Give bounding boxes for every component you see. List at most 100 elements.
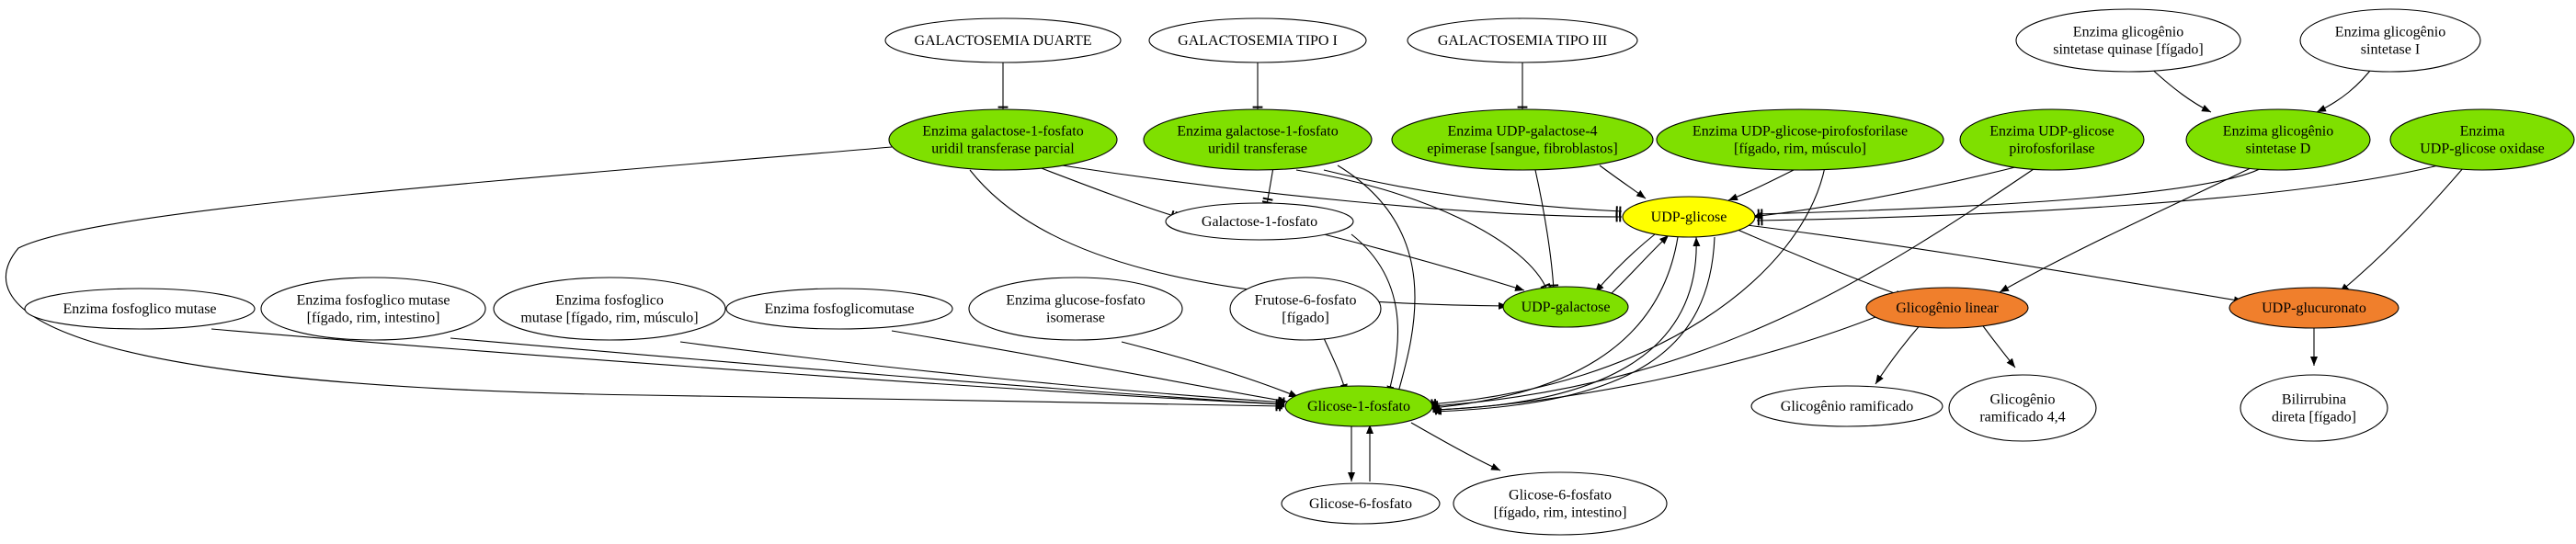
nodes: GALACTOSEMIA DUARTE GALACTOSEMIA TIPO I … (24, 8, 2575, 536)
node-label: [fígado] (1282, 311, 1329, 326)
node-label: pirofosforilase (2009, 142, 2094, 157)
node-udp-glucuronato: UDP-glucuronato (2228, 287, 2399, 329)
node-label: uridil transferase parcial (931, 142, 1075, 157)
edge-glicogenio-linear-to-ramificado-44 (1980, 323, 2016, 368)
edge-fosfoglico-mutase-figado-intestino-to-glicose-1-fosfato (450, 337, 1284, 410)
node-glicose-6-fosfato: Glicose-6-fosfato (1281, 482, 1441, 525)
node-label: Enzima glicogênio (2335, 25, 2445, 40)
edge-epimerase-to-udp-glicose (1599, 164, 1647, 199)
edges (5, 57, 2465, 482)
node-label: ramificado 4,4 (1979, 410, 2065, 425)
node-shape (2299, 8, 2481, 73)
node-enzima-fosfoglicomutase: Enzima fosfoglicomutase (725, 288, 953, 330)
node-frutose-6-fosfato: Frutose-6-fosfato [fígado] (1229, 277, 1382, 341)
edge-udp-glicose-to-glicogenio-linear (1737, 229, 1906, 298)
node-label: Enzima fosfoglico mutase (63, 301, 216, 317)
node-label: Glicose-6-fosfato (1509, 488, 1612, 504)
node-label: Enzima (2460, 124, 2505, 140)
edge-enzima-uridil-to-glicose-1-fosfato (1337, 164, 1416, 396)
node-label: mutase [fígado, rim, músculo] (520, 311, 698, 326)
edge-quinase-to-sintetase-d (2146, 63, 2212, 113)
edge-enzima-parcial-to-udp-glicose (1061, 164, 1623, 222)
node-label: sintetase D (2246, 142, 2311, 157)
node-label: UDP-glucuronato (2262, 300, 2366, 316)
node-galactosemia-duarte: GALACTOSEMIA DUARTE (884, 17, 1122, 63)
node-shape (1165, 202, 1354, 241)
node-glicogenio-linear: Glicogênio linear (1865, 287, 2029, 329)
node-shape (884, 17, 1122, 63)
edge-isomerase-to-glicose-1-fosfato (1121, 341, 1299, 398)
edge-oxidase-to-udp-glicose (1756, 163, 2446, 226)
node-label: Enzima UDP-glicose-pirofosforilase (1693, 124, 1908, 140)
edge-pirofosforilase-to-udp-glicose (1751, 164, 2023, 220)
edge-sintetase-d-to-udp-glicose (1756, 164, 2267, 220)
edge-pirofosforilase-figado-to-udp-glicose (1727, 167, 1798, 201)
edge-enzima-parcial-to-udp-galactose (969, 169, 1509, 310)
node-shape (1750, 385, 1943, 427)
node-label: GALACTOSEMIA TIPO I (1178, 33, 1338, 49)
node-label: Enzima fosfoglico mutase (296, 293, 450, 309)
node-shape (1391, 108, 1654, 171)
node-label: Enzima glucose-fosfato (1006, 293, 1146, 309)
edge-fosfoglico-mutase-to-glicose-1-fosfato (211, 328, 1282, 410)
node-label: [fígado, rim, intestino] (1494, 505, 1627, 521)
node-udp-glicose: UDP-glicose (1622, 196, 1756, 238)
edge-udp-glicose-to-udp-galactose (1594, 233, 1656, 293)
node-glicose-1-fosfato: Glicose-1-fosfato (1284, 385, 1433, 427)
node-shape (1229, 277, 1382, 341)
node-glicogenio-ramificado: Glicogênio ramificado (1750, 385, 1943, 427)
edge-pirofosforilase-figado-to-glicose-1-fosfato (1430, 166, 1826, 410)
node-shape (1281, 482, 1441, 525)
edge-glicose-1-fosfato-to-glicose-6-fosfato-figado (1410, 422, 1501, 471)
node-label: Frutose-6-fosfato (1254, 293, 1356, 309)
node-label: Enzima UDP-galactose-4 (1447, 124, 1597, 140)
node-shape (968, 277, 1183, 341)
node-shape (1622, 196, 1756, 238)
node-label: UDP-galactose (1522, 300, 1611, 315)
node-label: Bilirrubina (2282, 392, 2346, 408)
edge-frutose-6-fosfato-to-glicose-1-fosfato (1323, 337, 1348, 394)
edge-glicogenio-linear-to-ramificado (1875, 323, 1922, 385)
edge-fosfoglicomutase-to-glicose-1-fosfato (891, 330, 1288, 404)
edge-epimerase-to-udp-galactose (1534, 169, 1559, 291)
node-label: GALACTOSEMIA TIPO III (1438, 33, 1607, 49)
node-shape (493, 277, 726, 341)
edge-galactose-1-fosfato-to-glicose-1-fosfato (1351, 233, 1398, 396)
node-label: [fígado, rim, intestino] (307, 311, 440, 326)
node-shape (2240, 374, 2388, 442)
edge-udp-glicose-to-glicose-1-fosfato-b (1431, 236, 1715, 415)
edge-galactose-1-fosfato-to-udp-galactose (1323, 233, 1525, 291)
edge-oxidase-to-udp-glucuronato (2339, 166, 2465, 293)
node-shape (1143, 108, 1373, 171)
node-shape (2228, 287, 2399, 329)
node-shape (2015, 8, 2241, 73)
node-shape (2389, 108, 2575, 171)
node-glicose-6-fosfato-figado: Glicose-6-fosfato[fígado, rim, intestino… (1453, 471, 1668, 536)
node-enzima-fosfoglico-mutase: Enzima fosfoglico mutase (24, 288, 256, 330)
node-galactosemia-tipo-i: GALACTOSEMIA TIPO I (1148, 17, 1367, 63)
edge-fosfoglico-mutase-figado-musculo-to-glicose-1-fosfato (679, 341, 1286, 408)
node-udp-galactose: UDP-galactose (1502, 286, 1629, 328)
edge-glicogenio-linear-to-glicose-1-fosfato (1433, 316, 1876, 415)
edge-sintetase-d-to-glicogenio-linear (1999, 166, 2253, 293)
node-enzima-fosfoglico-mutase-figado-musculo: Enzima fosfoglicomutase [fígado, rim, mú… (493, 277, 726, 341)
node-shape (2185, 108, 2371, 171)
node-shape (1284, 385, 1433, 427)
node-shape (1959, 108, 2145, 171)
node-label: sintetase I (2361, 42, 2420, 58)
node-label: Glicose-1-fosfato (1307, 399, 1410, 414)
node-galactosemia-tipo-iii: GALACTOSEMIA TIPO III (1407, 17, 1638, 63)
edge-enzima-uridil-to-udp-glicose (1323, 169, 1623, 217)
node-label: Enzima galactose-1-fosfato (922, 124, 1083, 140)
node-label: Glicogênio linear (1896, 300, 1999, 316)
node-enzima-galactose-1-fosfato-uridil-transferase-parcial: Enzima galactose-1-fosfato uridil transfe… (888, 108, 1118, 171)
edge-udp-glicose-to-udp-glucuronato (1746, 224, 2244, 304)
node-shape (260, 277, 486, 341)
node-label: Enzima galactose-1-fosfato (1177, 124, 1338, 140)
